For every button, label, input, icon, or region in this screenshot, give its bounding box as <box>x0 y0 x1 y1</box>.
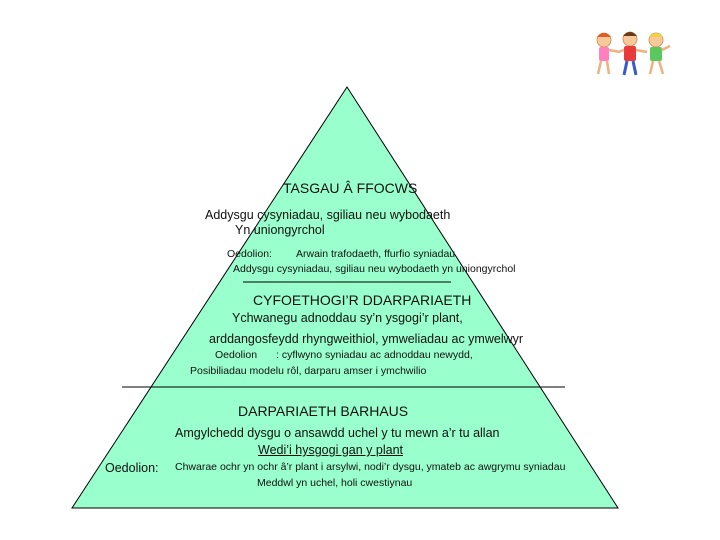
top-tier-adult-label: Oedolion: <box>227 248 272 260</box>
children-holding-hands-icon <box>596 31 671 76</box>
middle-tier-title: CYFOETHOGI’R DDARPARIAETH <box>253 292 472 308</box>
top-tier-line2: Yn uniongyrchol <box>235 223 325 237</box>
bottom-tier-title: DARPARIAETH BARHAUS <box>238 403 409 419</box>
pyramid-triangle <box>71 86 619 509</box>
bottom-tier-line1: Amgylchedd dysgu o ansawdd uchel y tu me… <box>175 426 500 440</box>
middle-tier-adult-text1: : cyflwyno syniadau ac adnoddau newydd, <box>276 349 473 361</box>
bottom-tier-line2: Wedi’i hysgogi gan y plant <box>258 443 403 457</box>
top-tier-adult-text1: Arwain trafodaeth, ffurfio syniadau <box>296 248 456 260</box>
middle-tier-line1: Ychwanegu adnoddau sy’n ysgogi’r plant, <box>232 311 463 325</box>
top-tier-line1: Addysgu cysyniadau, sgiliau neu wybodaet… <box>205 208 451 222</box>
bottom-tier-adult-text1: Chwarae ochr yn ochr â’r plant i arsylwi… <box>175 461 566 473</box>
middle-tier-adult-text2: Posibiliadau modelu rôl, darparu amser i… <box>190 365 427 377</box>
middle-tier-line2: arddangosfeydd rhyngweithiol, ymweliadau… <box>209 332 524 346</box>
top-tier-title: TASGAU Â FFOCWS <box>283 180 418 196</box>
bottom-tier-adult-label: Oedolion: <box>105 461 159 475</box>
middle-tier-adult-label: Oedolion <box>215 349 258 361</box>
top-tier-adult-text2: Addysgu cysyniadau, sgiliau neu wybodaet… <box>233 263 516 275</box>
bottom-tier-adult-text2: Meddwl yn uchel, holi cwestiynau <box>257 477 413 489</box>
